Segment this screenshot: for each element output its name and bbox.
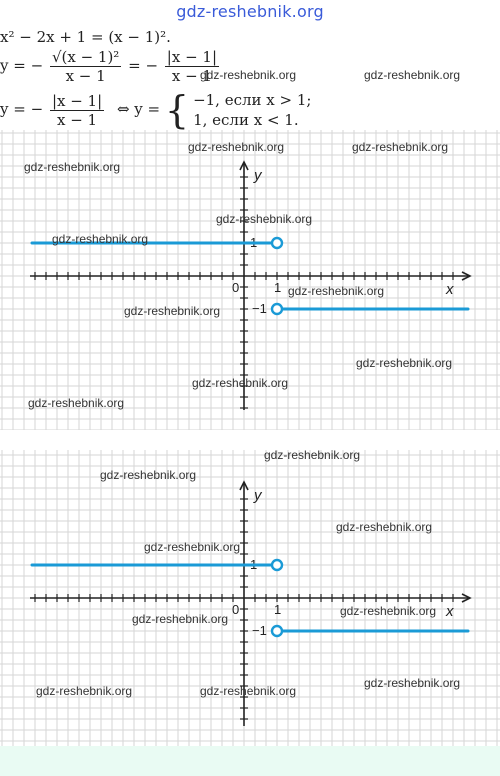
open-point-icon [270,302,284,316]
fraction-numerator: √(x − 1)² [49,48,122,67]
x-axis-label: x [445,281,454,298]
site-title[interactable]: gdz-reshebnik.org [176,2,324,21]
tick-one-label: 1 [274,280,281,295]
watermark[interactable]: gdz-reshebnik.org [144,540,241,554]
x-axis-label: x [445,603,454,620]
watermark[interactable]: gdz-reshebnik.org [336,520,433,534]
tick-one-label: 1 [274,602,281,617]
watermark[interactable]: gdz-reshebnik.org [352,140,449,154]
watermark[interactable]: gdz-reshebnik.org [100,468,197,482]
x-axis-arrow-icon [461,271,472,281]
formula-text: x² − 2x + 1 = (x − 1)². [0,28,171,46]
watermark[interactable]: gdz-reshebnik.org [132,612,229,626]
x-axis-arrow-icon [461,593,472,603]
formula-lhs: y = − [0,100,44,118]
fraction-denominator: x − 1 [56,110,98,129]
watermark[interactable]: gdz-reshebnik.org [124,304,221,318]
watermark[interactable]: gdz-reshebnik.org [364,68,461,82]
watermark[interactable]: gdz-reshebnik.org [264,448,361,462]
fraction-numerator: |x − 1| [49,91,105,111]
origin-label: 0 [232,602,239,617]
formula-line-3: y = − |x − 1| x − 1 ⇔ y = { −1, если x >… [0,90,311,130]
y-axis-label: y [253,487,263,504]
watermark[interactable]: gdz-reshebnik.org [36,684,133,698]
watermark[interactable]: gdz-reshebnik.org [364,676,461,690]
case-2: 1, если x < 1. [193,111,299,129]
watermark[interactable]: gdz-reshebnik.org [192,376,289,390]
watermark[interactable]: gdz-reshebnik.org [188,140,285,154]
open-point-icon [270,558,284,572]
case-1: −1, если x > 1; [193,91,312,109]
fraction-numerator: |x − 1| [164,48,220,67]
watermark[interactable]: gdz-reshebnik.org [200,68,297,82]
watermark[interactable]: gdz-reshebnik.org [200,684,297,698]
equivalence-sign: ⇔ y = [116,100,161,118]
y-axis-arrow-icon [239,160,249,171]
graph-2: yx011−1 [0,450,500,746]
y-axis-arrow-icon [239,480,249,491]
watermark[interactable]: gdz-reshebnik.org [28,396,125,410]
watermark[interactable]: gdz-reshebnik.org [52,232,149,246]
fraction: |x − 1| x − 1 [164,48,220,85]
footer-strip [0,746,500,776]
fraction: |x − 1| x − 1 [49,91,105,129]
axis-ticks [34,176,454,409]
fraction: √(x − 1)² x − 1 [49,48,122,85]
brace-icon: { [164,88,190,132]
open-point-icon [270,624,284,638]
fraction-denominator: x − 1 [65,67,106,85]
y-minus-one-label: −1 [252,623,267,638]
watermark[interactable]: gdz-reshebnik.org [216,212,313,226]
watermark[interactable]: gdz-reshebnik.org [288,284,385,298]
open-point-icon [270,236,284,250]
graph-1: yx011−1 [0,130,500,430]
watermark[interactable]: gdz-reshebnik.org [24,160,121,174]
formula-lhs: y = − [0,56,44,75]
origin-label: 0 [232,280,239,295]
watermark[interactable]: gdz-reshebnik.org [340,604,437,618]
piecewise-cases: { −1, если x > 1; 1, если x < 1. [165,90,312,130]
formula-line-2: y = − √(x − 1)² x − 1 = − |x − 1| x − 1 [0,48,221,85]
formula-line-1: x² − 2x + 1 = (x − 1)². [0,28,171,46]
watermark[interactable]: gdz-reshebnik.org [356,356,453,370]
header: gdz-reshebnik.org [0,0,500,22]
axis-ticks [34,498,454,720]
formula-mid: = − [128,56,159,75]
fraction-denominator: x − 1 [171,67,212,85]
y-axis-label: y [253,167,263,184]
y-minus-one-label: −1 [252,301,267,316]
